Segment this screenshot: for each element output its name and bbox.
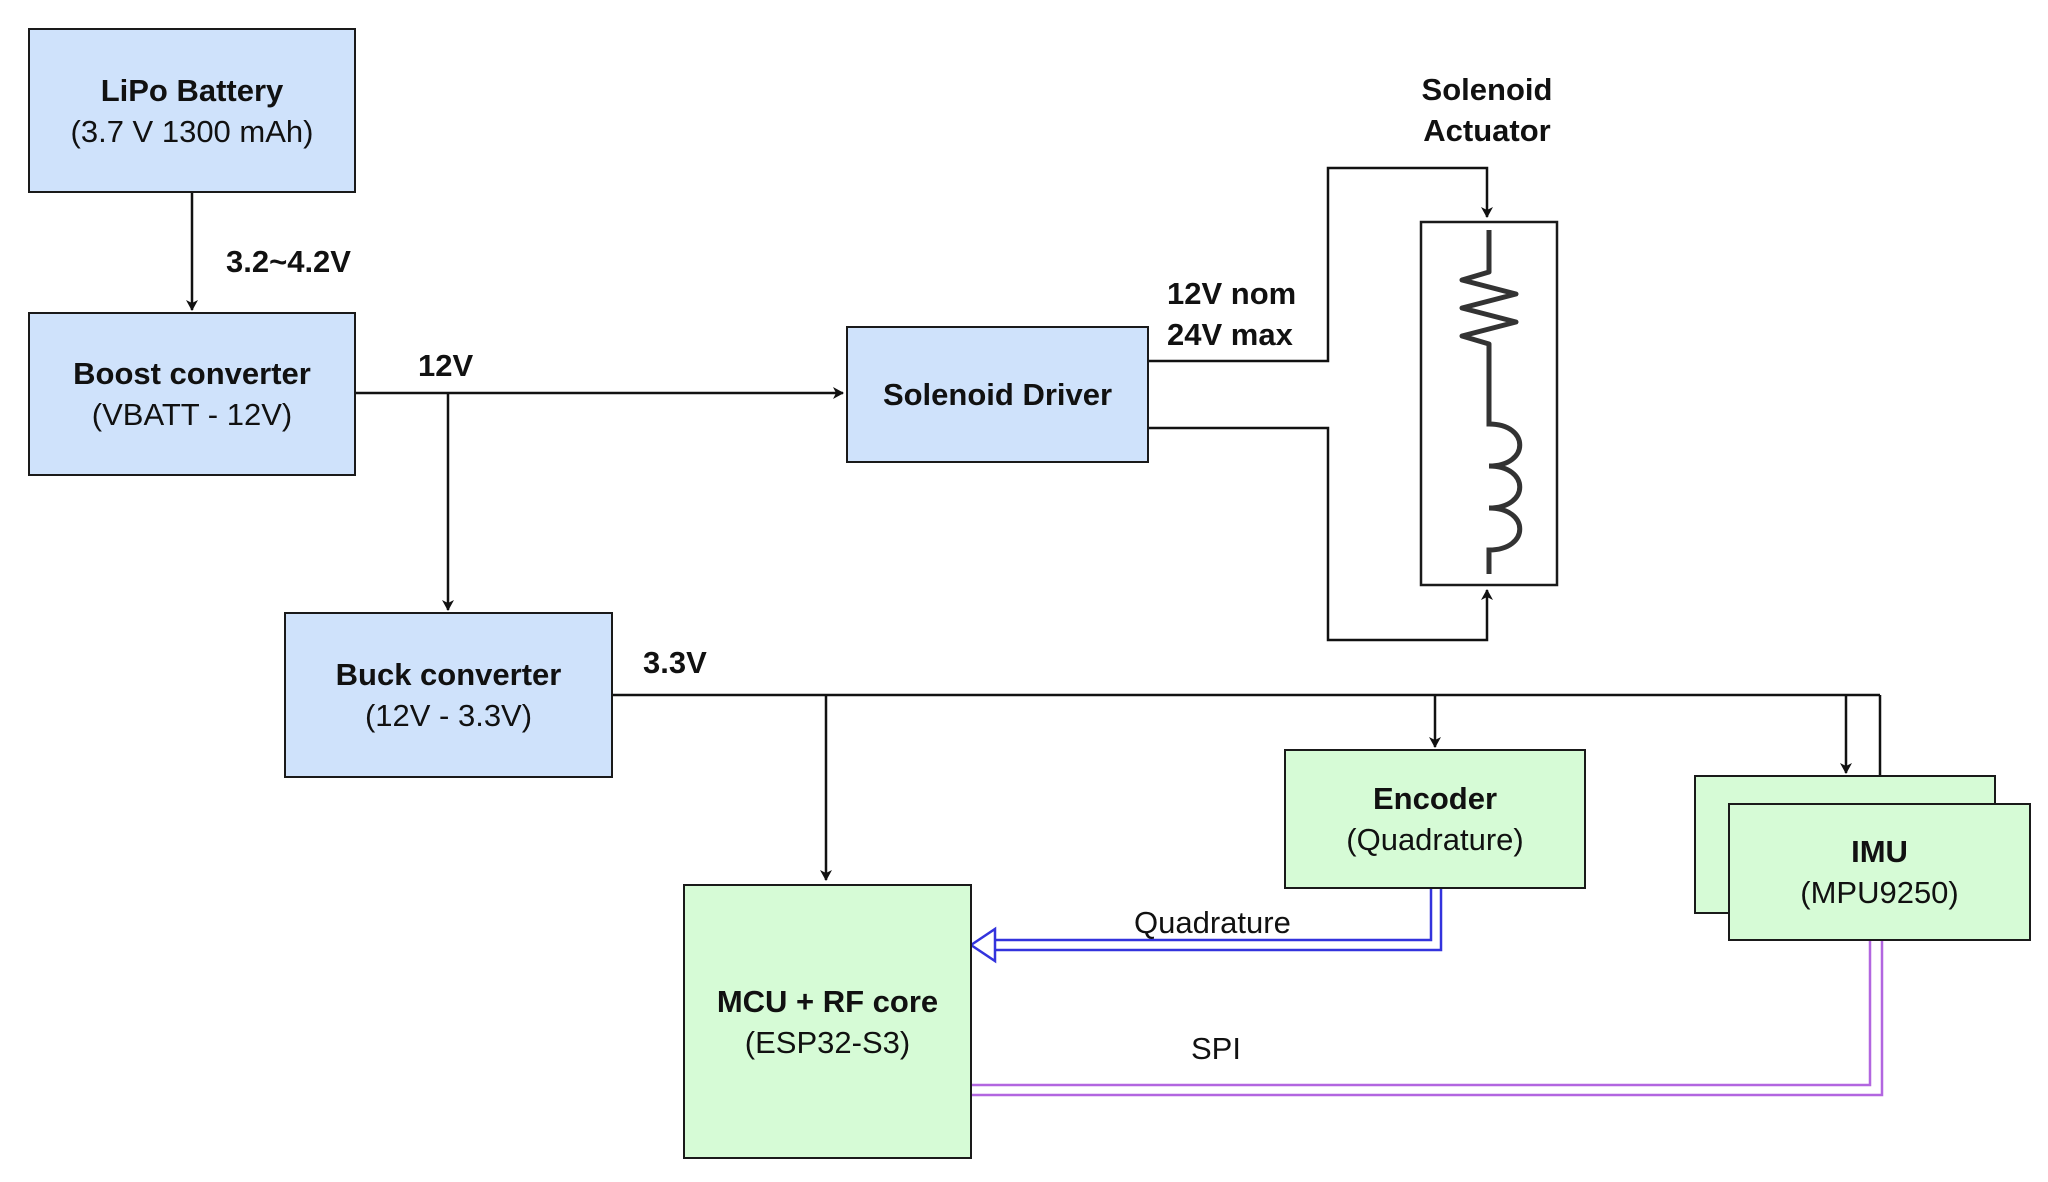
battery-voltage-label: 3.2~4.2V <box>226 244 351 279</box>
driver-output-label-line2: 24V max <box>1167 317 1293 352</box>
block-title: Buck converter <box>335 657 562 692</box>
encoder-block: Encoder (Quadrature) <box>1284 749 1586 889</box>
buck-converter-block: Buck converter (12V - 3.3V) <box>284 612 613 778</box>
solenoid-actuator-symbol <box>1419 220 1559 587</box>
boost-output-label: 12V <box>418 348 474 383</box>
driver-to-solenoid-top-wire <box>1149 166 1493 363</box>
resistor-zigzag-icon <box>1459 230 1519 412</box>
block-subtitle: (ESP32-S3) <box>744 1024 911 1060</box>
mcu-rf-core-block: MCU + RF core (ESP32-S3) <box>683 884 972 1159</box>
solenoid-driver-block: Solenoid Driver <box>846 326 1149 463</box>
block-title: IMU <box>1851 834 1908 869</box>
block-title: MCU + RF core <box>716 983 939 1019</box>
driver-to-solenoid-bottom-wire <box>1149 426 1493 642</box>
block-title: Solenoid Driver <box>882 377 1113 412</box>
solenoid-actuator-label-line1: Solenoid <box>1421 72 1553 107</box>
imu-block: IMU (MPU9250) <box>1728 803 2031 941</box>
quadrature-link-label: Quadrature <box>1134 905 1291 940</box>
block-title: Boost converter <box>73 356 311 391</box>
block-title: Encoder <box>1372 781 1498 816</box>
inductor-coil-icon <box>1486 412 1523 574</box>
driver-output-label-line1: 12V nom <box>1167 276 1297 311</box>
block-subtitle: (MPU9250) <box>1800 875 1959 910</box>
lipo-battery-block: LiPo Battery (3.7 V 1300 mAh) <box>28 28 356 193</box>
spi-link <box>971 941 1884 1097</box>
buck-output-label: 3.3V <box>643 645 707 680</box>
block-subtitle: (VBATT - 12V) <box>91 397 293 432</box>
block-subtitle: (3.7 V 1300 mAh) <box>70 113 314 149</box>
block-title: LiPo Battery <box>100 72 284 108</box>
block-subtitle: (Quadrature) <box>1346 822 1524 857</box>
solenoid-actuator-label-line2: Actuator <box>1423 113 1551 148</box>
spi-link-label: SPI <box>1191 1031 1241 1066</box>
block-subtitle: (12V - 3.3V) <box>364 698 533 733</box>
quadrature-link <box>968 889 1443 964</box>
boost-converter-block: Boost converter (VBATT - 12V) <box>28 312 356 476</box>
